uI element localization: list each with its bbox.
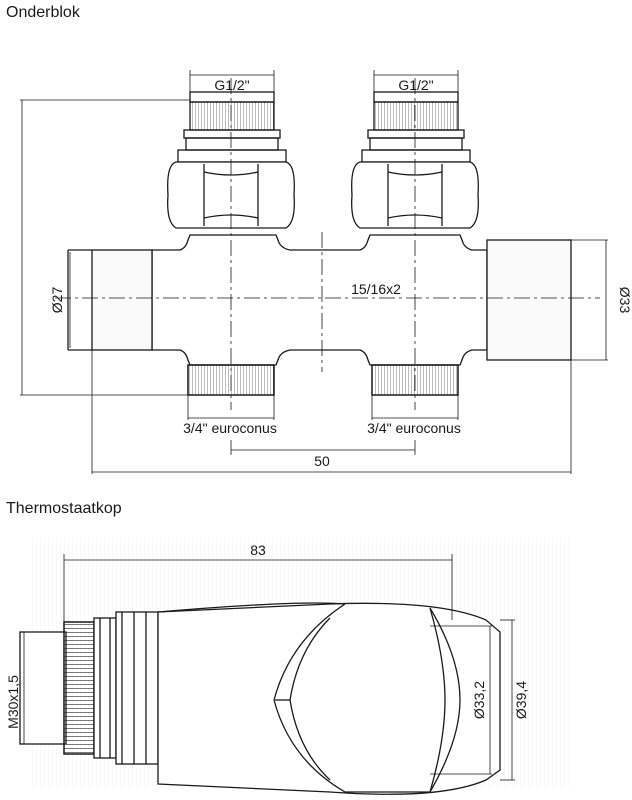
tube-label: 15/16x2	[351, 281, 401, 297]
right-end-cap	[486, 239, 572, 361]
euroconus-label-left: 3/4" euroconus	[183, 420, 277, 436]
diameter-label-inner: Ø33,2	[471, 681, 487, 719]
grip-recess	[273, 603, 461, 793]
thread-label-right: G1/2"	[398, 77, 433, 93]
section-title-thermostaatkop: Thermostaatkop	[6, 500, 122, 517]
thread-label-left: G1/2"	[214, 77, 249, 93]
thermostaatkop-drawing	[19, 538, 570, 795]
diameter-label-left: Ø27	[49, 287, 65, 314]
thread-label-m30: M30x1,5	[5, 675, 21, 729]
center-distance-label: 50	[314, 453, 330, 469]
left-end-cap	[91, 249, 153, 351]
length-label: 83	[250, 542, 266, 558]
thread-base	[19, 631, 67, 745]
thermostat-head-body	[157, 602, 501, 795]
euroconus-label-right: 3/4" euroconus	[367, 420, 461, 436]
section-title-onderblok: Onderblok	[6, 4, 80, 21]
diameter-label-right: Ø33	[617, 287, 632, 314]
manifold-body	[151, 234, 488, 366]
diameter-label-outer: Ø39,4	[513, 681, 529, 719]
knurled-ring	[63, 621, 95, 755]
onderblok-drawing	[20, 70, 608, 474]
